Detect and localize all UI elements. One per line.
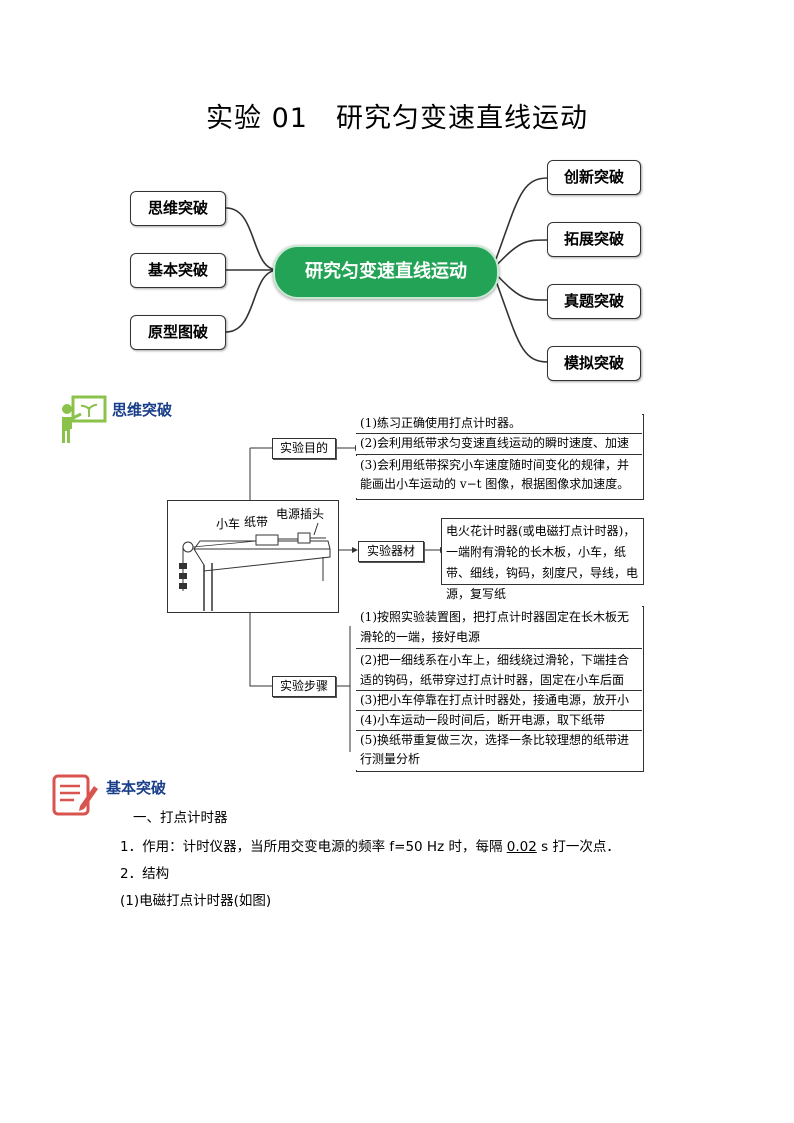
label-purpose: 实验目的 bbox=[272, 438, 336, 459]
step-item-5: (5)换纸带重复做三次，选择一条比较理想的纸带进行测量分析 bbox=[356, 731, 642, 770]
function-prefix: 1．作用：计时仪器，当所用交变电源的频率 f=50 Hz 时，每隔 bbox=[120, 839, 507, 855]
mindmap-node-thinking: 思维突破 bbox=[130, 191, 226, 226]
mindmap-node-basic: 基本突破 bbox=[130, 253, 226, 288]
mindmap-node-prototype: 原型图破 bbox=[130, 315, 226, 350]
mindmap-center-node: 研究匀变速直线运动 bbox=[273, 245, 499, 299]
apparatus-figure: 小车 纸带 电源插头 bbox=[167, 500, 339, 613]
purpose-item-2: (2)会利用纸带求匀变速直线运动的瞬时速度、加速度。 bbox=[356, 434, 642, 469]
mindmap-node-real-exam: 真题突破 bbox=[547, 284, 641, 319]
figure-label-plug: 电源插头 bbox=[276, 507, 325, 521]
step-item-1: (1)按照实验装置图，把打点计时器固定在长木板无滑轮的一端，接好电源 bbox=[356, 606, 642, 649]
mindmap-node-simulation: 模拟突破 bbox=[547, 346, 641, 381]
paragraph-structure: 2．结构 bbox=[120, 866, 170, 882]
function-suffix: s 打一次点． bbox=[536, 839, 620, 855]
mindmap-node-extension: 拓展突破 bbox=[547, 222, 641, 257]
paragraph-function: 1．作用：计时仪器，当所用交变电源的频率 f=50 Hz 时，每隔 0.02 s… bbox=[120, 835, 620, 855]
teacher-board-icon bbox=[59, 395, 107, 445]
label-steps: 实验步骤 bbox=[272, 676, 336, 697]
figure-label-car: 小车 bbox=[216, 517, 241, 531]
section-heading-thinking: 思维突破 bbox=[112, 401, 173, 419]
apparatus-text: 电火花计时器(或电磁打点计时器)，一端附有滑轮的长木板，小车，纸带、细线，钩码，… bbox=[441, 518, 644, 601]
section-heading-basic: 基本突破 bbox=[106, 779, 167, 797]
interval-value: 0.02 bbox=[506, 839, 537, 855]
paragraph-em-timer: (1)电磁打点计时器(如图) bbox=[120, 893, 272, 909]
figure-label-tape: 纸带 bbox=[244, 515, 269, 529]
mindmap-node-innovation: 创新突破 bbox=[547, 160, 641, 195]
mindmap-connectors bbox=[225, 177, 549, 363]
purpose-item-3: (3)会利用纸带探究小车速度随时间变化的规律，并能画出小车运动的 v−t 图像，… bbox=[356, 456, 642, 498]
label-apparatus: 实验器材 bbox=[358, 541, 424, 562]
purpose-item-1: (1)练习正确使用打点计时器。 bbox=[356, 414, 642, 434]
step-item-3: (3)把小车停靠在打点计时器处，接通电源，放开小车 bbox=[356, 691, 642, 726]
page-title: 实验 01 研究匀变速直线运动 bbox=[206, 103, 588, 134]
subheading-timer: 一、打点计时器 bbox=[133, 810, 228, 826]
step-item-2: (2)把一细线系在小车上，细线绕过滑轮，下端挂合适的钩码，纸带穿过打点计时器，固… bbox=[356, 649, 642, 691]
notepad-pencil-icon bbox=[50, 772, 100, 818]
step-item-4: (4)小车运动一段时间后，断开电源，取下纸带 bbox=[356, 711, 642, 731]
